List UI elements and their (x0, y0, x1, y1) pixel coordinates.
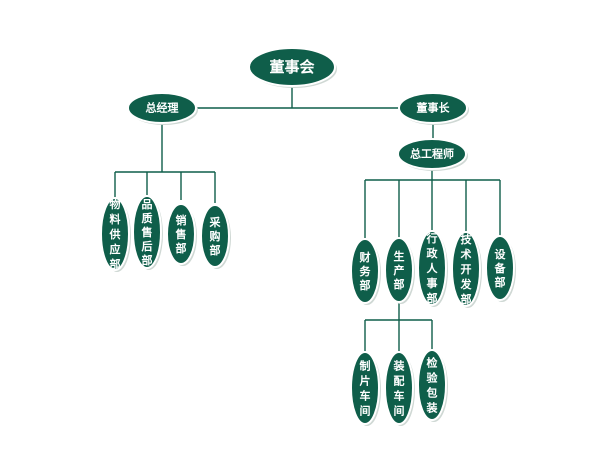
node-gm: 总经理 (127, 92, 198, 125)
node-sales-shape (166, 203, 196, 265)
node-production-label: 生产部 (394, 249, 405, 291)
node-material-supply-shape (100, 197, 130, 271)
node-after-sales-shape (132, 195, 162, 269)
node-gm-label: 总经理 (146, 101, 179, 115)
node-tech-dev-label: 技术开发部 (460, 232, 473, 306)
node-workshop-assembly-label: 装配车间 (393, 358, 405, 417)
node-after-sales: 品质售后部 (132, 195, 163, 270)
node-workshop-parts-label: 制片车间 (360, 358, 371, 417)
node-chairman-shape (398, 92, 468, 124)
node-admin-hr-label: 行政人事部 (426, 231, 439, 305)
node-workshop-parts: 制片车间 (350, 351, 381, 426)
node-sales-label: 销售部 (175, 213, 187, 255)
node-admin-hr-shape (417, 230, 447, 306)
node-finance-label: 财务部 (359, 250, 372, 292)
node-material-supply: 物料供应部 (100, 197, 131, 272)
node-purchasing: 采购部 (200, 204, 231, 269)
node-board-label: 董事会 (269, 58, 314, 76)
node-chief-engineer-shape (397, 138, 467, 170)
node-workshop-parts-shape (350, 351, 380, 425)
node-chairman: 董事长 (398, 92, 469, 125)
node-equipment: 设备部 (485, 235, 516, 302)
node-workshop-assembly: 装配车间 (384, 351, 415, 426)
node-sales: 销售部 (166, 203, 197, 266)
node-production-shape (384, 237, 414, 303)
node-inspection-packing: 检验包装 (417, 349, 448, 422)
node-tech-dev: 技术开发部 (451, 231, 482, 308)
node-admin-hr: 行政人事部 (417, 230, 448, 307)
node-chairman-label: 董事长 (417, 101, 451, 115)
node-purchasing-shape (200, 204, 230, 268)
node-board: 董事会 (248, 47, 337, 88)
node-chief-engineer-label: 总工程师 (410, 147, 454, 161)
node-inspection-packing-label: 检验包装 (426, 355, 439, 414)
node-finance-shape (350, 238, 380, 304)
node-equipment-label: 设备部 (494, 247, 507, 289)
node-inspection-packing-shape (417, 349, 447, 421)
connectors (114, 84, 501, 355)
node-board-shape (248, 47, 336, 87)
node-chief-engineer: 总工程师 (397, 138, 468, 171)
node-purchasing-label: 采购部 (209, 215, 222, 257)
node-material-supply-label: 物料供应部 (109, 197, 121, 271)
node-production: 生产部 (384, 237, 415, 304)
node-workshop-assembly-shape (384, 351, 414, 425)
node-tech-dev-shape (451, 231, 481, 307)
node-finance: 财务部 (350, 238, 381, 305)
node-gm-shape (127, 92, 197, 124)
node-after-sales-label: 品质售后部 (141, 198, 153, 267)
node-equipment-shape (485, 235, 515, 301)
